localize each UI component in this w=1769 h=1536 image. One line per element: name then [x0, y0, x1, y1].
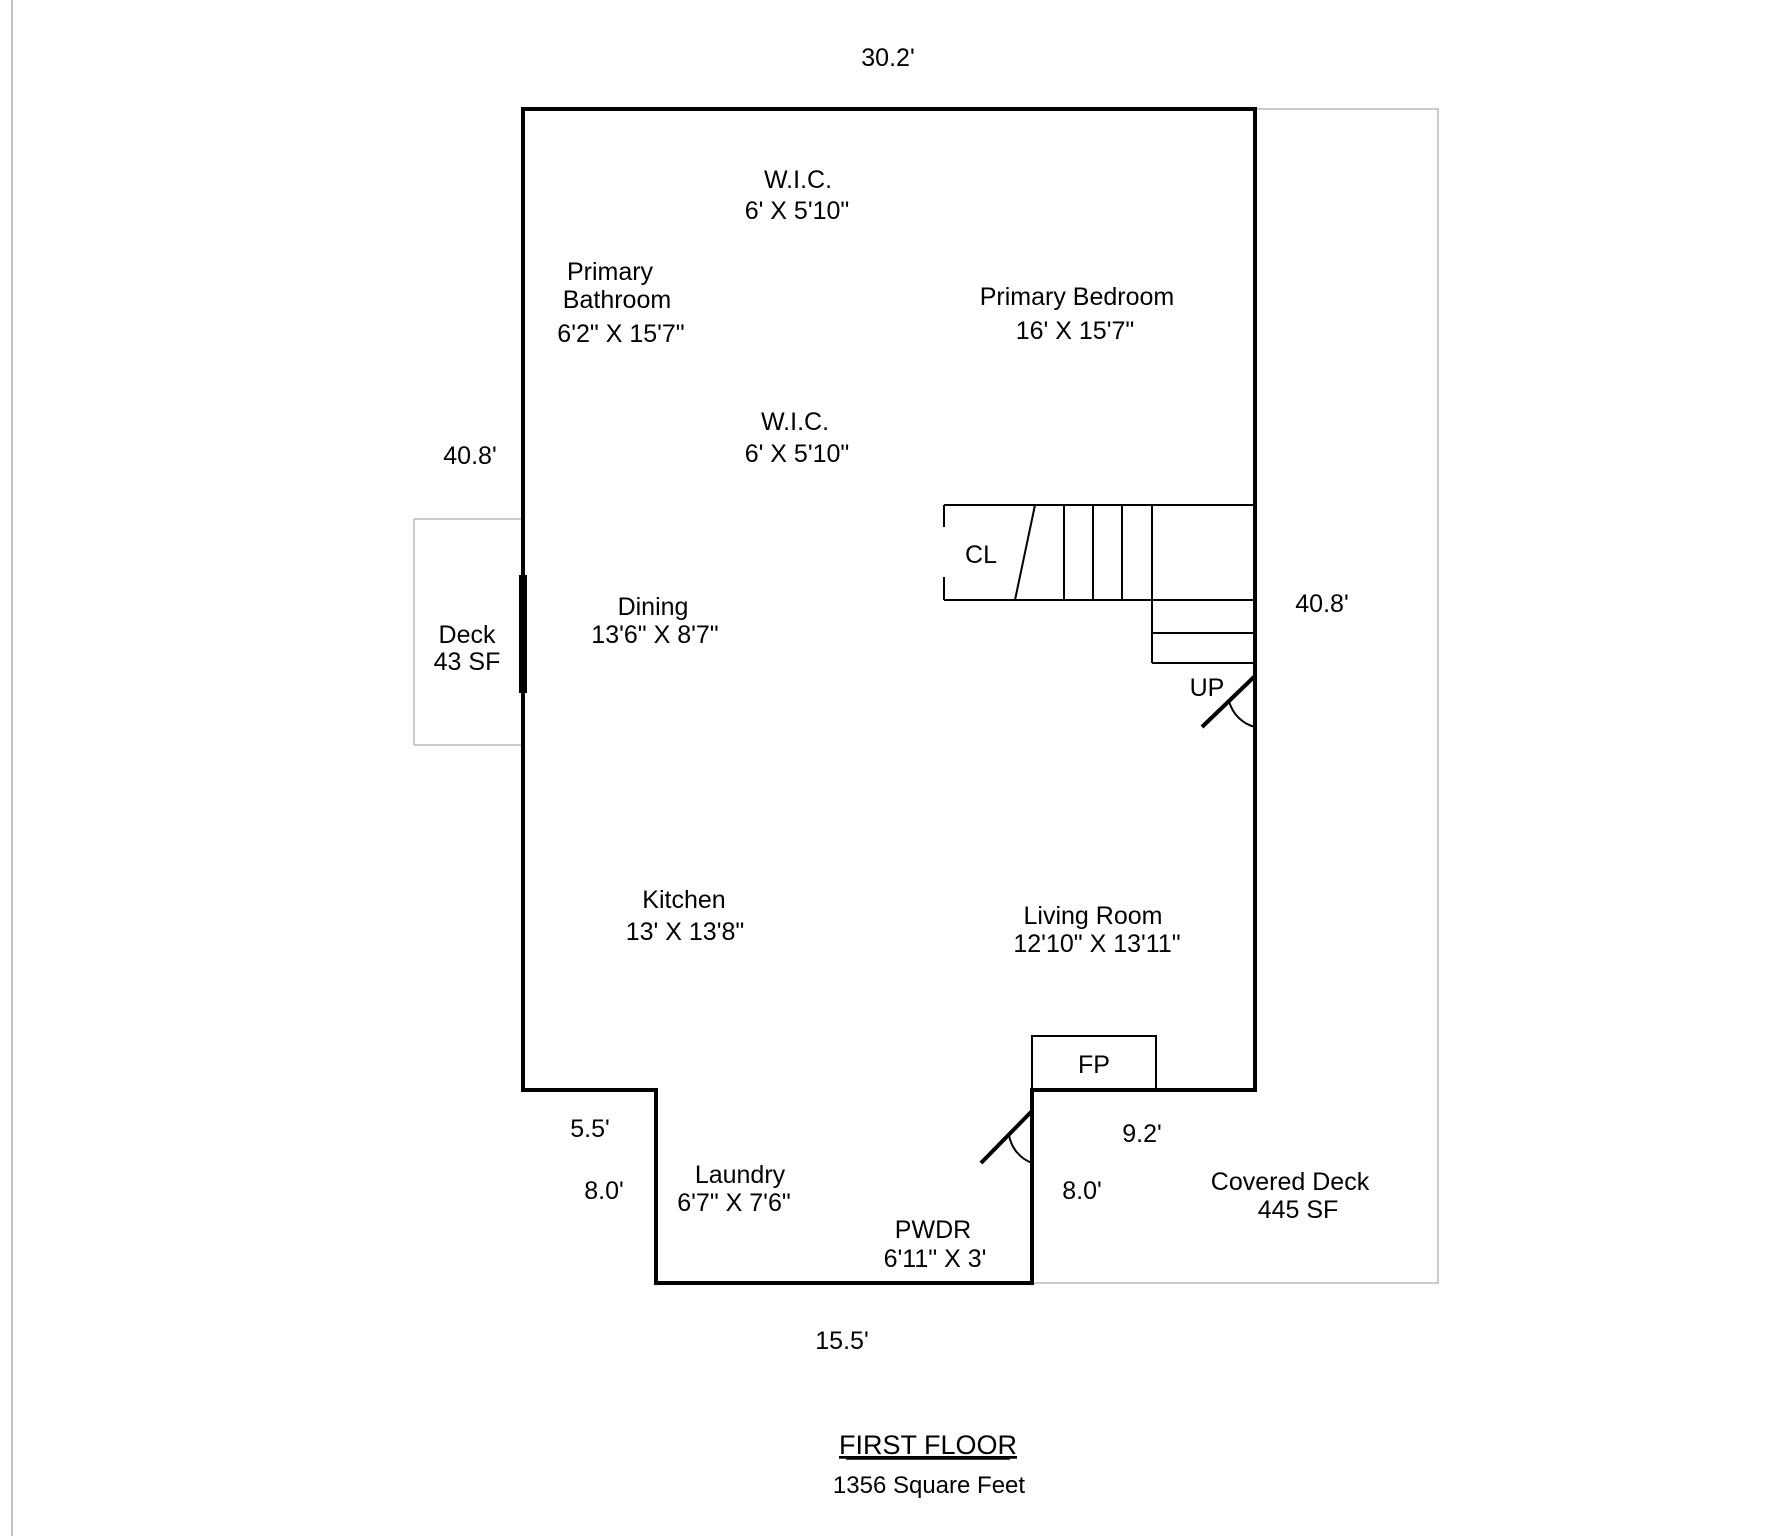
deck-size: 43 SF — [434, 648, 501, 676]
laundry-name: Laundry — [695, 1161, 786, 1189]
wic-1-size: 6' X 5'10" — [745, 197, 850, 225]
stair-door — [1200, 674, 1257, 729]
covered-deck-name: Covered Deck — [1211, 1168, 1370, 1196]
powder-size: 6'11" X 3' — [884, 1245, 987, 1273]
covered-deck-size: 445 SF — [1258, 1196, 1339, 1224]
dim-bottom-left-width: 5.5' — [570, 1115, 610, 1143]
primary-bathroom-name-1: Primary — [567, 258, 654, 286]
dim-left-height: 40.8' — [443, 442, 496, 470]
dim-bottom-left-height: 8.0' — [584, 1177, 624, 1205]
floor-title: FIRST FLOOR — [839, 1430, 1017, 1460]
floor-area: 1356 Square Feet — [833, 1472, 1025, 1499]
staircase — [943, 504, 1255, 664]
exterior-walls — [521, 107, 1257, 1285]
powder-door — [979, 1109, 1034, 1165]
closet-name: CL — [965, 541, 997, 569]
dim-right-height: 40.8' — [1295, 590, 1348, 618]
dim-top-width: 30.2' — [861, 44, 914, 72]
dining-size: 13'6" X 8'7" — [591, 621, 718, 649]
primary-bathroom-size: 6'2" X 15'7" — [557, 320, 684, 348]
living-room-size: 12'10" X 13'11" — [1013, 930, 1180, 958]
laundry-size: 6'7" X 7'6" — [677, 1189, 790, 1217]
powder-name: PWDR — [895, 1216, 971, 1244]
dim-bottom-right-width: 9.2' — [1122, 1120, 1162, 1148]
primary-bathroom-name-2: Bathroom — [563, 286, 671, 314]
wic-1-name: W.I.C. — [764, 166, 832, 194]
wic-2-size: 6' X 5'10" — [745, 440, 850, 468]
kitchen-name: Kitchen — [642, 886, 725, 914]
wic-2-name: W.I.C. — [761, 408, 829, 436]
deck-name: Deck — [439, 621, 496, 649]
dining-name: Dining — [618, 593, 689, 621]
dim-bottom-right-height: 8.0' — [1062, 1177, 1102, 1205]
fireplace-name: FP — [1078, 1051, 1110, 1079]
dim-bottom-width: 15.5' — [815, 1327, 868, 1355]
stairs-up-label: UP — [1190, 674, 1225, 702]
covered-deck-outline — [1032, 108, 1439, 1284]
primary-bedroom-size: 16' X 15'7" — [1016, 317, 1135, 345]
fireplace-box — [1031, 1035, 1157, 1091]
kitchen-size: 13' X 13'8" — [626, 918, 745, 946]
living-room-name: Living Room — [1024, 902, 1163, 930]
primary-bedroom-name: Primary Bedroom — [980, 283, 1175, 311]
